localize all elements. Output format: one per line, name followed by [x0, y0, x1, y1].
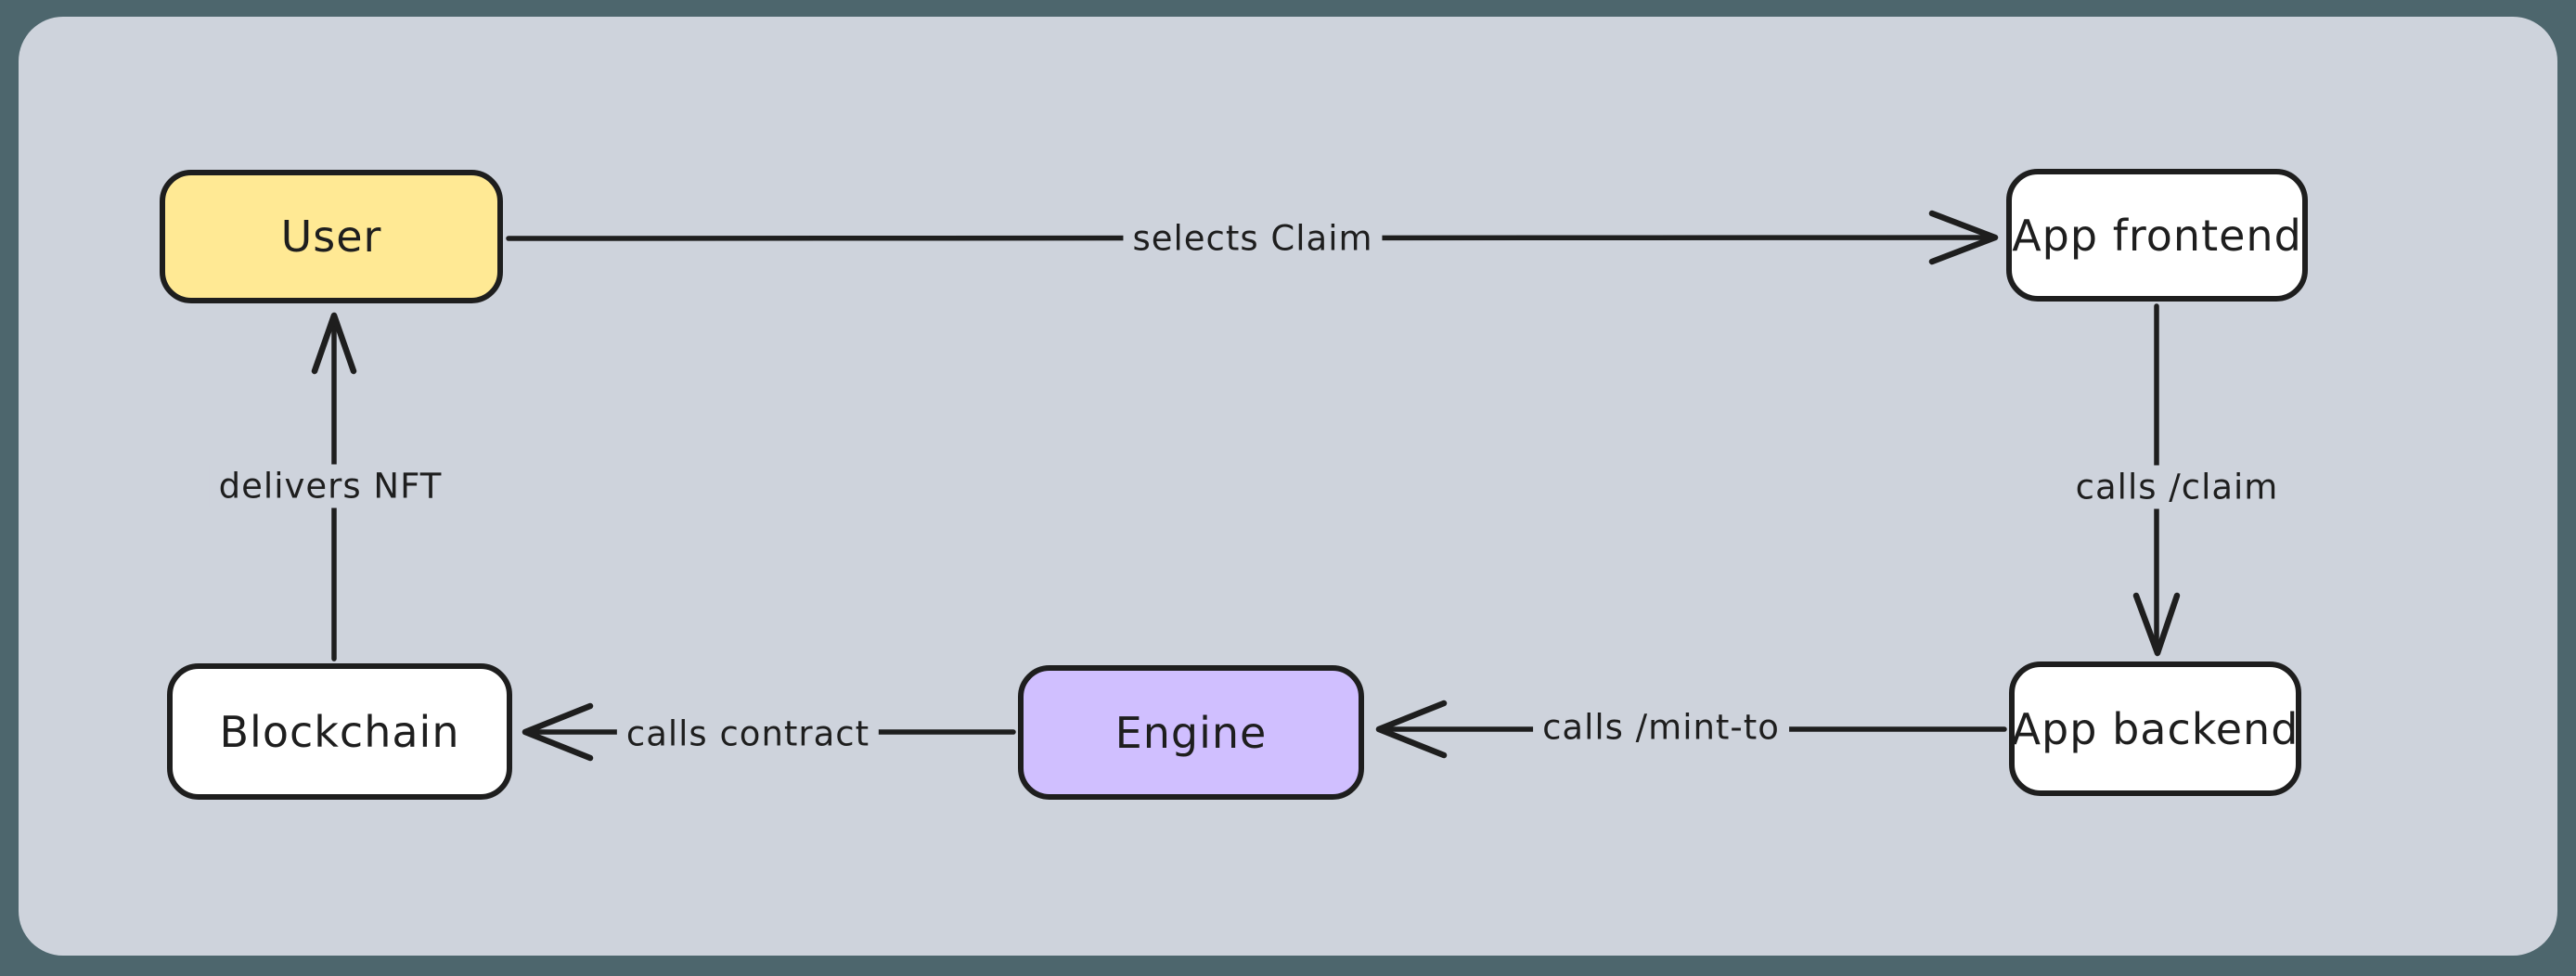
node-blockchain-label: Blockchain — [219, 706, 460, 757]
edge-label-selects-claim: selects Claim — [1123, 216, 1383, 261]
node-app-frontend-label: App frontend — [2012, 210, 2302, 261]
node-app-backend: App backend — [2009, 661, 2301, 796]
edge-label-calls-contract: calls contract — [616, 712, 880, 756]
edge-label-calls-mint-to: calls /mint-to — [1533, 705, 1789, 750]
node-app-frontend: App frontend — [2006, 169, 2308, 302]
node-engine-label: Engine — [1114, 707, 1268, 758]
edge-label-delivers-nft: delivers NFT — [209, 464, 452, 508]
node-app-backend-label: App backend — [2011, 703, 2299, 754]
node-user-label: User — [280, 212, 382, 262]
node-blockchain: Blockchain — [167, 663, 512, 800]
edge-label-calls-claim: calls /claim — [2066, 465, 2288, 509]
node-user: User — [160, 170, 503, 303]
node-engine: Engine — [1018, 665, 1364, 800]
